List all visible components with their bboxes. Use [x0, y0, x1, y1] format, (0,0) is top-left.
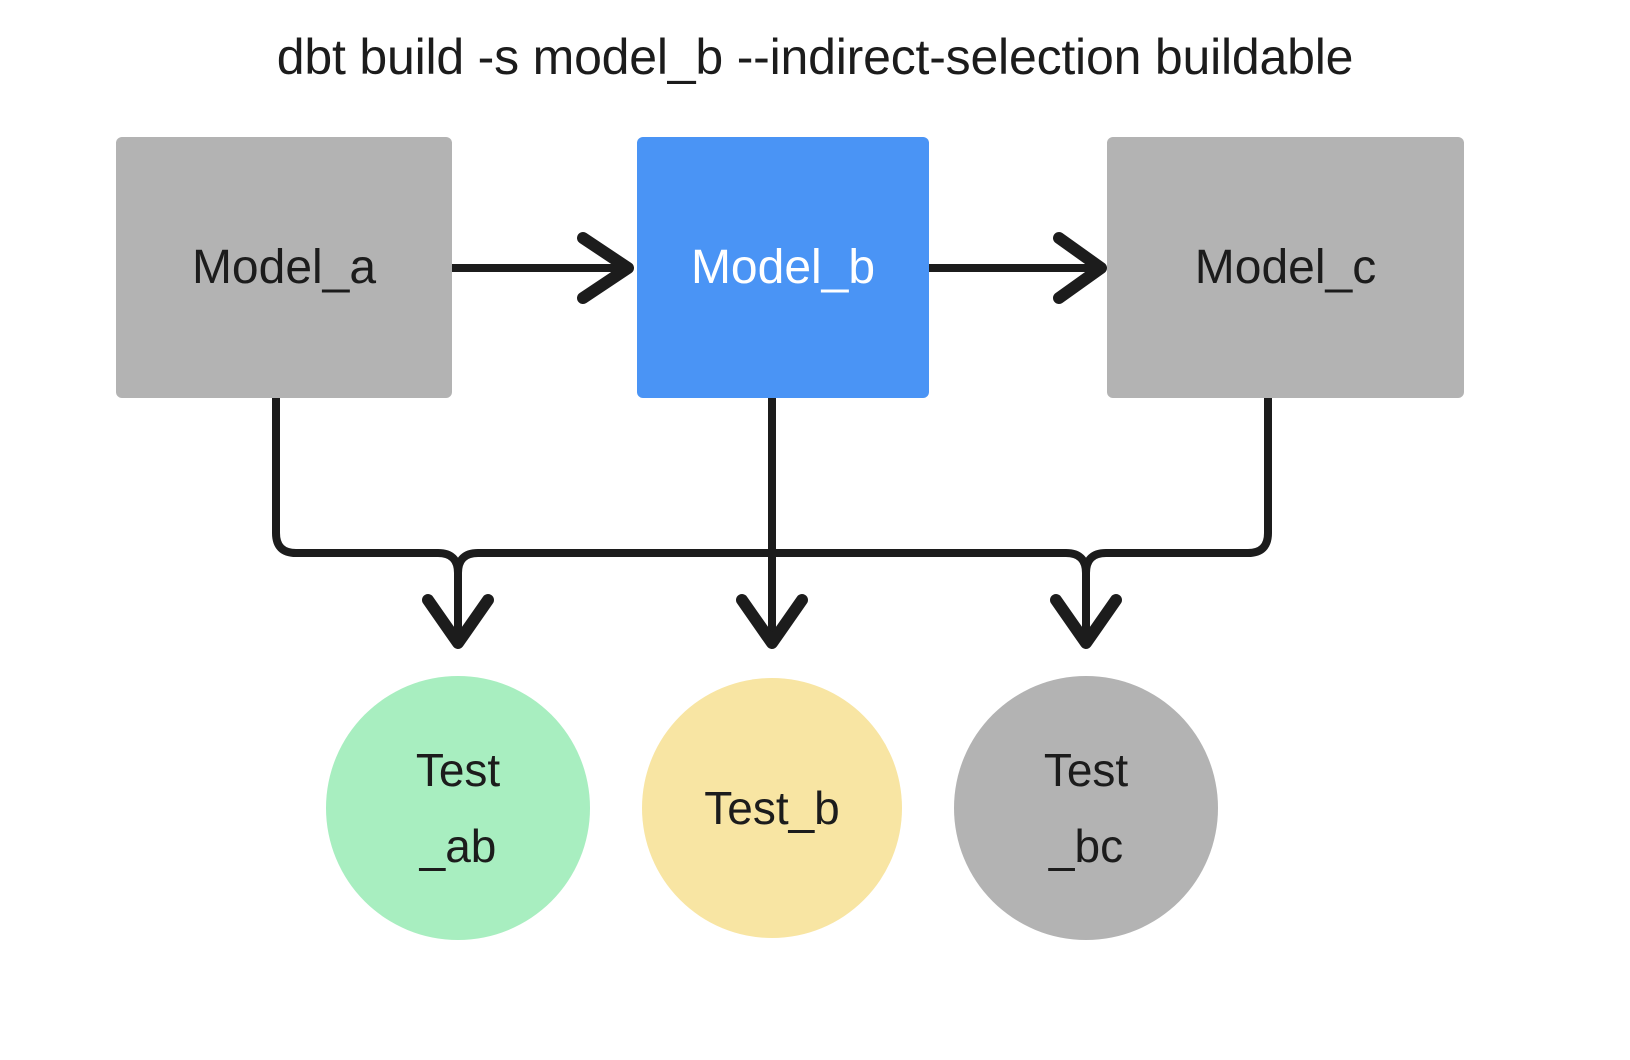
edge-model-b-to-test-bc: [768, 549, 1090, 577]
test-node-label-line-2: _bc: [1048, 820, 1124, 872]
model-node-model-a[interactable]: Model_a: [116, 137, 452, 398]
arrowhead-test-bc: [1050, 594, 1122, 649]
test-node-label-line-1: Test: [415, 744, 501, 796]
model-node-label: Model_c: [1194, 240, 1377, 294]
test-node-label-line-1: Test: [1043, 744, 1129, 796]
test-node-label-line-2: _ab: [419, 820, 497, 872]
model-node-model-b[interactable]: Model_b: [637, 137, 929, 398]
test-node-label-line-1: Test_b: [704, 782, 840, 834]
edge-model-c-to-test-bc: [1082, 394, 1272, 644]
edge-model-b-to-test-b: [736, 394, 808, 649]
edge-model-b-to-model-c: [925, 232, 1107, 304]
edge-model-a-to-model-b: [428, 232, 634, 304]
arrowhead-test-ab: [422, 594, 494, 649]
test-node-test-b[interactable]: Test_b: [642, 678, 902, 938]
model-node-label: Model_b: [690, 240, 876, 294]
diagram-title: dbt build -s model_b --indirect-selectio…: [276, 29, 1354, 85]
model-node-model-c[interactable]: Model_c: [1107, 137, 1464, 398]
model-node-label: Model_a: [191, 240, 377, 294]
test-node-test-bc[interactable]: Test _bc: [954, 676, 1218, 940]
edge-model-b-to-test-ab: [454, 549, 776, 577]
test-node-test-ab[interactable]: Test _ab: [326, 676, 590, 940]
